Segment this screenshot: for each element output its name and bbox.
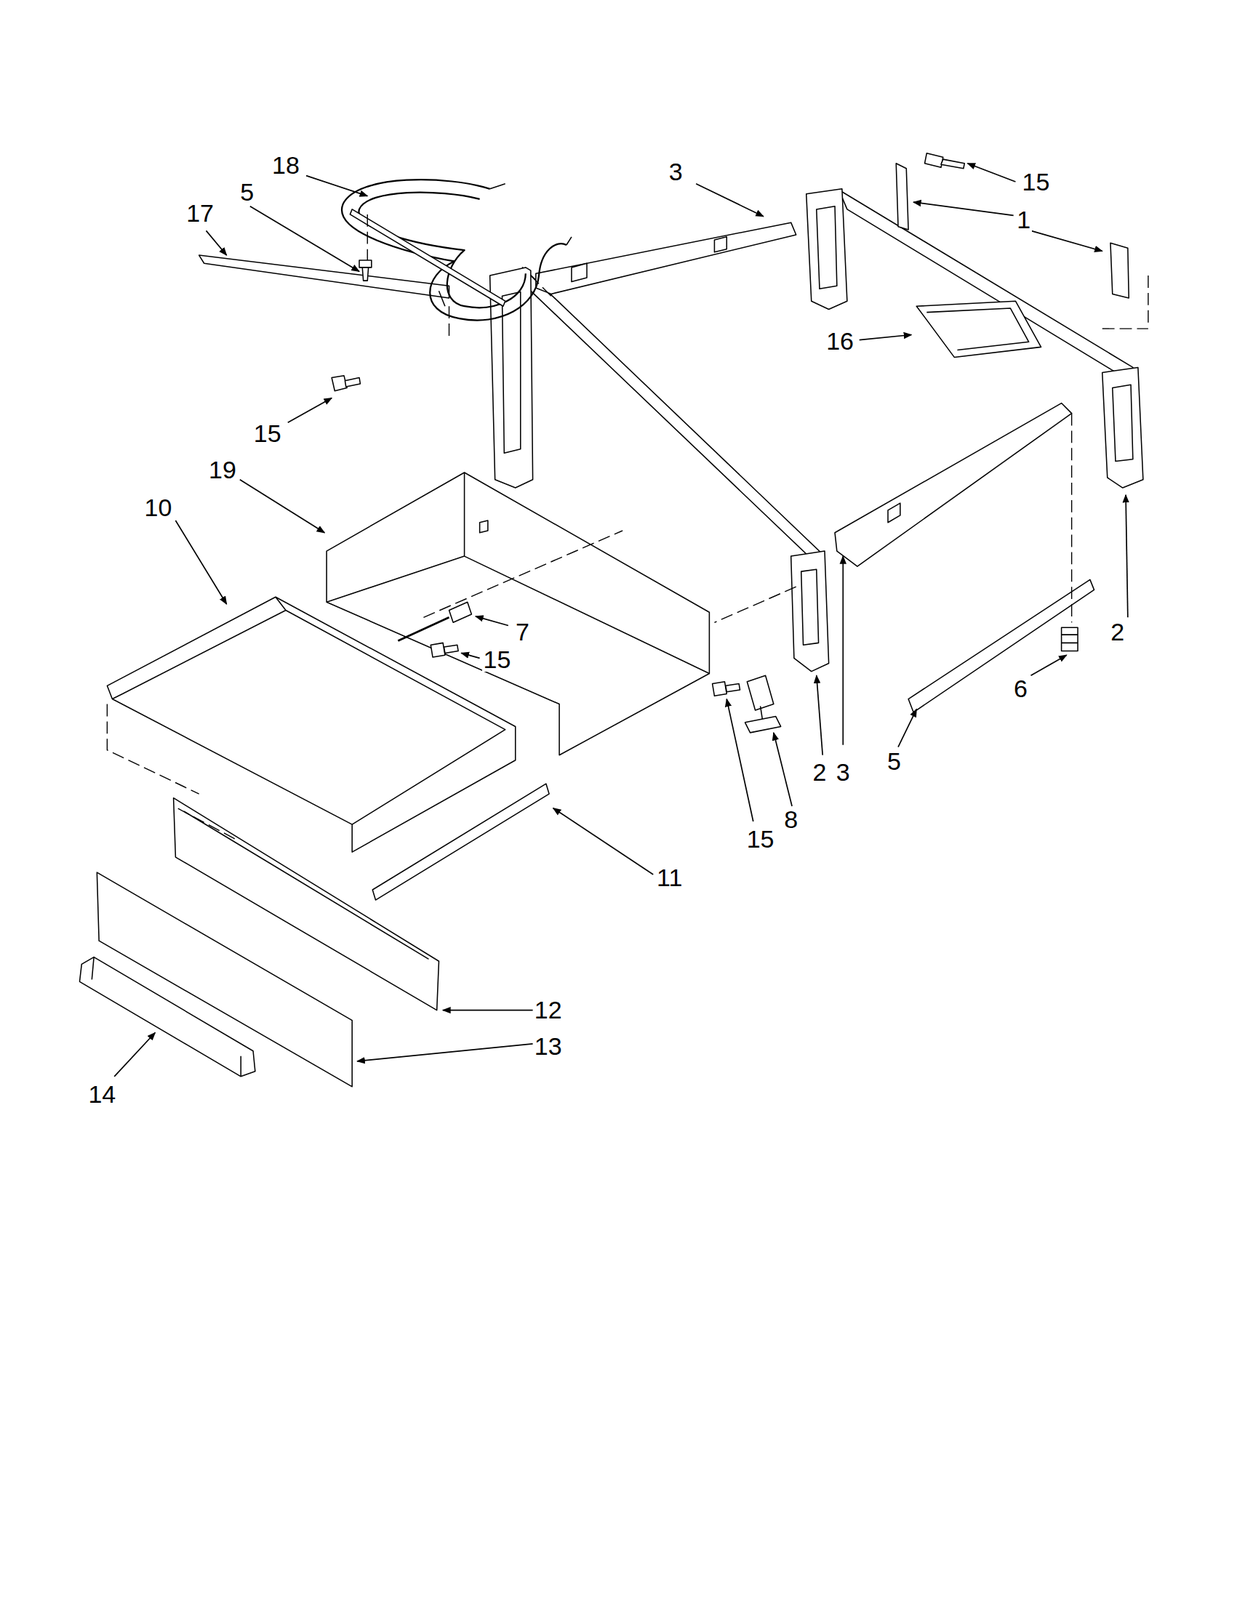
- callout-number: 5: [238, 179, 256, 205]
- callout-number: 14: [86, 1082, 118, 1107]
- callout-number: 7: [514, 619, 531, 645]
- callout-number: 15: [482, 647, 513, 672]
- callout-number: 1: [1015, 207, 1032, 232]
- callout-number: 19: [207, 457, 238, 483]
- callout-number: 13: [533, 1034, 564, 1059]
- callout-number: 8: [782, 807, 800, 832]
- callout-number: 15: [252, 421, 283, 446]
- callout-number: 12: [533, 997, 564, 1023]
- callout-number: 15: [1021, 169, 1052, 195]
- callout-number: 11: [655, 865, 684, 891]
- callout-number: 3: [834, 759, 852, 785]
- callout-number: 5: [885, 749, 903, 774]
- callout-number: 3: [667, 159, 685, 184]
- callout-number: 2: [811, 759, 829, 785]
- callout-number: 2: [1109, 619, 1126, 645]
- callout-number: 17: [184, 200, 216, 226]
- callout-number: 6: [1012, 676, 1030, 702]
- callout-number: 18: [270, 152, 302, 178]
- callout-number: 16: [824, 328, 856, 354]
- callout-number: 15: [745, 826, 776, 852]
- callout-number: 10: [143, 495, 174, 520]
